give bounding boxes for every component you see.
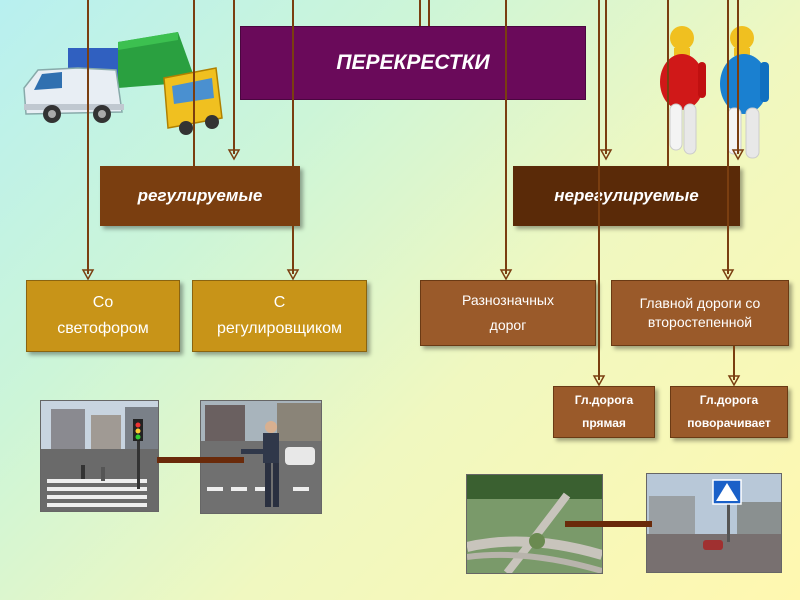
type-main-road-line1: Главной дороги со <box>639 295 761 312</box>
type-traffic-light: Со светофором <box>26 280 180 352</box>
type-main-road-line2: второстепенной <box>647 314 753 330</box>
diagram-title-text: ПЕРЕКРЕСТКИ <box>336 51 490 74</box>
type-main-road: Главной дороги со второстепенной <box>611 280 789 346</box>
subtype-main-turns-line1: Гл.дорога <box>699 393 759 408</box>
photo-traffic-light-intersection <box>40 400 159 512</box>
type-traffic-light-line2: светофором <box>57 320 149 337</box>
type-traffic-controller-line1: С <box>273 294 286 312</box>
type-equal-roads-line2: дорог <box>489 317 527 333</box>
subtype-main-turns: Гл.дорога поворачивает <box>670 386 788 438</box>
type-equal-roads-line1: Разнозначных <box>462 291 554 308</box>
category-regulated-label: регулируемые <box>137 186 263 205</box>
truck-clipart-icon <box>23 32 223 135</box>
subtype-main-straight-line1: Гл.дорога <box>574 393 634 408</box>
photo-main-road-sign <box>646 473 782 573</box>
subtype-main-turns-line2: поворачивает <box>687 416 771 430</box>
subtype-main-straight: Гл.дорога прямая <box>553 386 655 438</box>
type-equal-roads: Разнозначных дорог <box>420 280 596 346</box>
photo-traffic-controller <box>200 400 322 514</box>
type-traffic-controller: С регулировщиком <box>192 280 367 352</box>
subtype-main-straight-line2: прямая <box>582 416 626 430</box>
category-unregulated-label: нерегулируемые <box>554 186 699 205</box>
people-clipart-icon <box>660 26 769 159</box>
diagram-title: ПЕРЕКРЕСТКИ <box>240 26 586 100</box>
photo-aerial-intersection <box>466 474 603 574</box>
type-traffic-light-line1: Со <box>92 294 114 312</box>
type-traffic-controller-line2: регулировщиком <box>216 320 343 337</box>
category-regulated: регулируемые <box>100 166 300 226</box>
category-unregulated: нерегулируемые <box>513 166 740 226</box>
